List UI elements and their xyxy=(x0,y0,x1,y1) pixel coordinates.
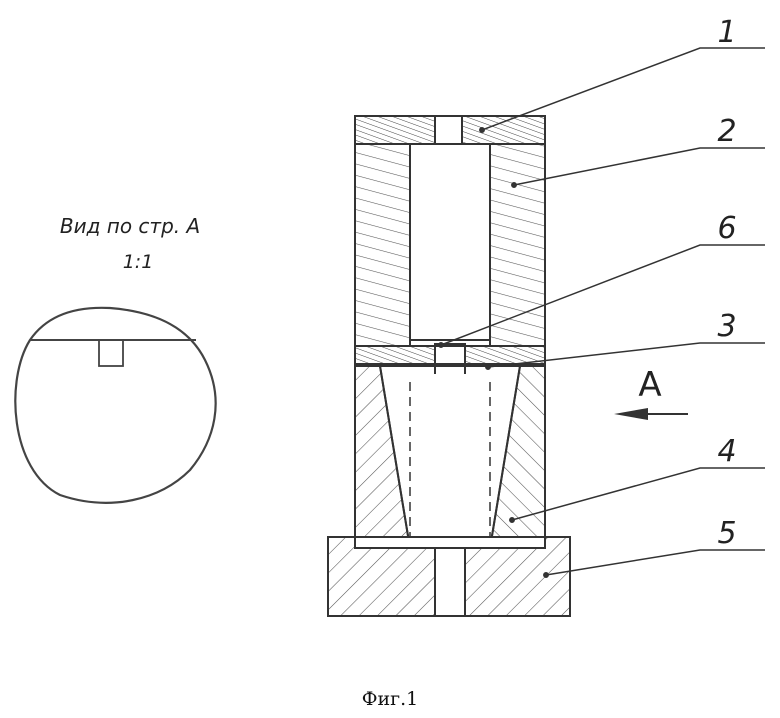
figure-caption: Фиг.1 xyxy=(0,688,780,710)
view-key-slot xyxy=(99,340,123,366)
arrow-letter: А xyxy=(638,365,661,405)
detail-view: Вид по стр. А 1:1 xyxy=(15,214,215,503)
callout-4: 4 xyxy=(717,434,736,469)
arrow-head xyxy=(614,408,648,420)
assembly-section xyxy=(328,116,570,616)
part-4-die xyxy=(355,366,545,548)
part-1-cap xyxy=(355,116,545,144)
technical-drawing: Вид по стр. А 1:1 xyxy=(0,0,780,680)
part-3-plate xyxy=(355,344,545,374)
part-5-base xyxy=(328,537,570,616)
part-2-body xyxy=(355,116,545,364)
callout-2: 2 xyxy=(717,114,736,149)
view-arrow: А xyxy=(614,365,688,420)
view-scale: 1:1 xyxy=(123,251,154,273)
callout-6: 6 xyxy=(717,211,736,246)
callout-5: 5 xyxy=(717,516,736,551)
callout-labels: 1 2 6 3 4 5 xyxy=(717,15,736,551)
callouts xyxy=(439,48,765,577)
view-outline xyxy=(15,308,215,503)
callout-1: 1 xyxy=(717,15,736,50)
view-label: Вид по стр. А xyxy=(60,214,200,238)
callout-3: 3 xyxy=(717,309,736,344)
